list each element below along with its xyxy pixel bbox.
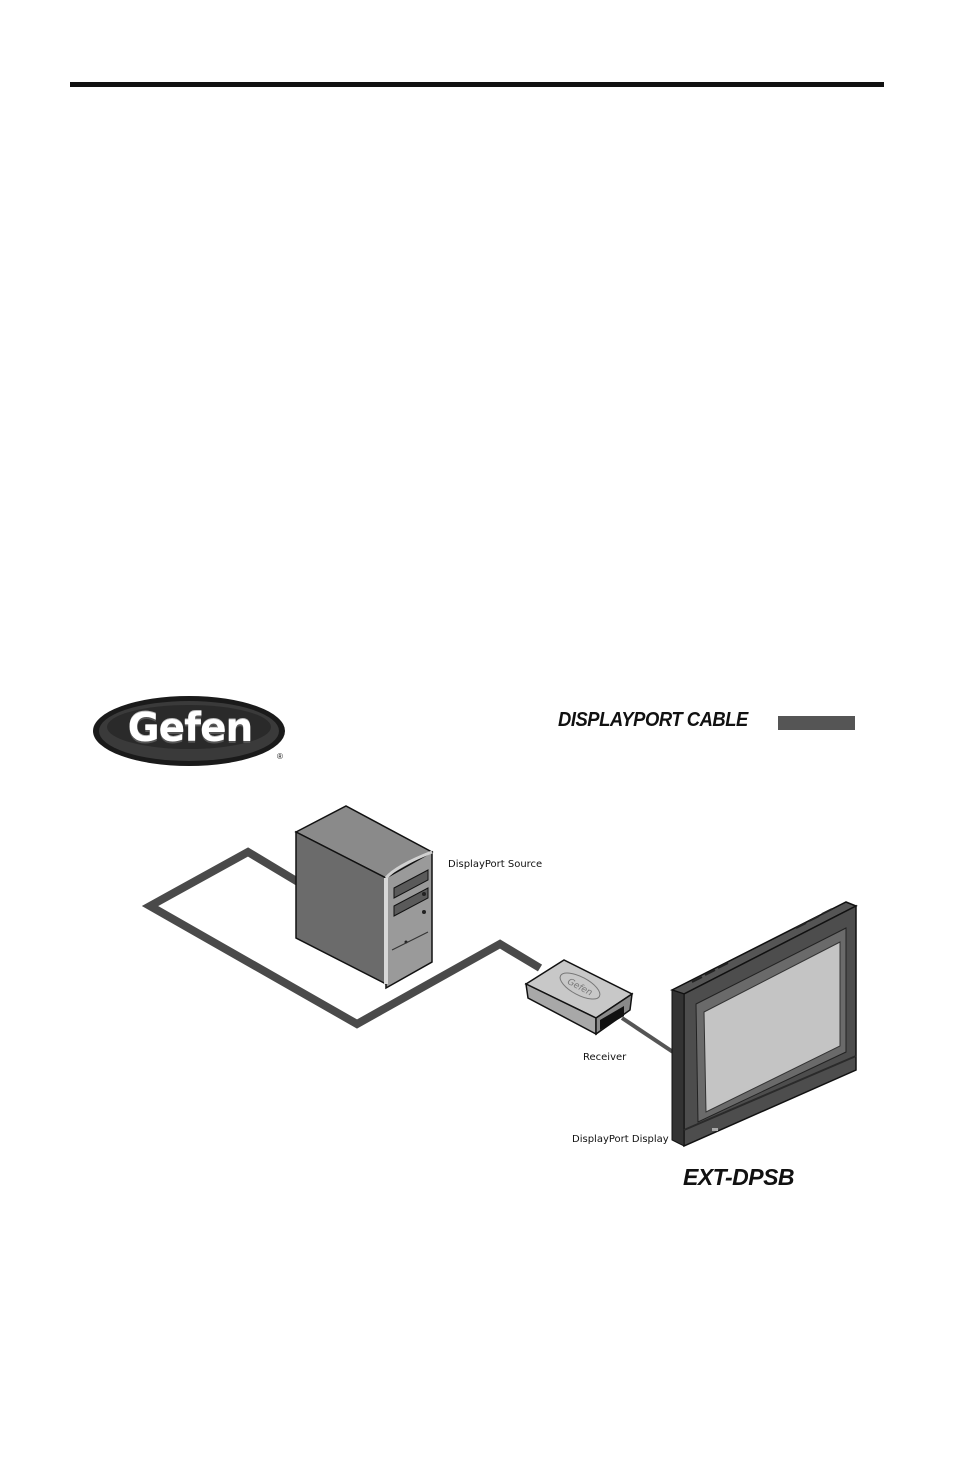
registered-mark: ® [277,752,283,761]
gefen-logo: Gefen ® [92,694,292,768]
header-accent-bar [778,716,855,730]
receiver-device-icon: Gefen [524,959,634,1036]
receiver-label: Receiver [583,1052,627,1063]
page-title: DISPLAYPORT CABLE [558,709,748,731]
displayport-cable [141,847,543,1029]
logo-word: Gefen [127,706,254,751]
display-monitor-icon [670,901,858,1148]
display-label: DisplayPort Display [572,1134,669,1145]
receiver-to-display-cable [620,1016,678,1056]
model-number: EXT-DPSB [683,1164,795,1190]
computer-tower-icon [294,805,434,990]
top-rule [70,82,884,87]
logo-ellipse [93,696,285,766]
source-label: DisplayPort Source [448,859,543,870]
